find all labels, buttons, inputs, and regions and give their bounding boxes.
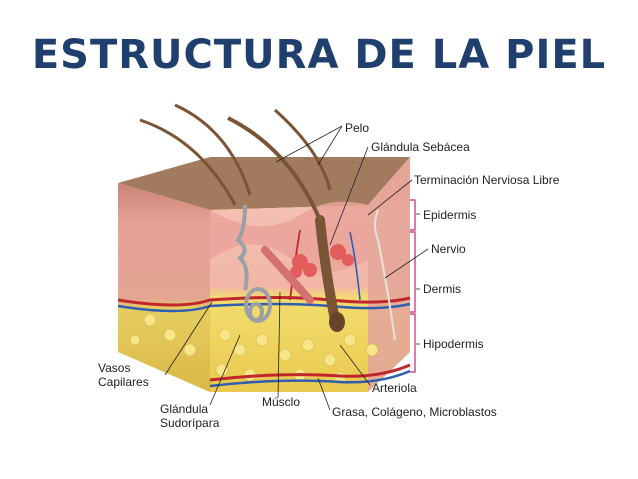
label-hipodermis: Hipodermis: [423, 337, 484, 351]
label-pelo: Pelo: [345, 121, 369, 135]
hair-3: [227, 116, 324, 226]
hair-bulb: [329, 312, 345, 332]
vein-blue-lower: [209, 369, 411, 388]
arteriole-red-lower: [209, 363, 411, 382]
label-vasos-2: Capilares: [98, 375, 149, 389]
layer-bracket: [410, 199, 416, 373]
label-glandula-sudoripara-1: Glándula: [160, 402, 208, 416]
hair-4: [274, 108, 332, 191]
leader-lines: [164, 125, 429, 411]
label-glandula-sebacea: Glándula Sebácea: [371, 140, 470, 154]
hair-follicle: [315, 215, 340, 325]
label-arteriola: Arteriola: [372, 381, 417, 395]
hair-1: [139, 118, 237, 206]
label-epidermis: Epidermis: [423, 208, 476, 222]
label-vasos-1: Vasos: [98, 361, 130, 375]
skin-surface: [118, 157, 410, 210]
sebaceous-gland: [290, 244, 354, 278]
label-dermis: Dermis: [423, 282, 461, 296]
nerve-line: [374, 209, 396, 341]
hair-2: [174, 103, 252, 196]
label-terminacion: Terminación Nerviosa Libre: [414, 173, 560, 187]
label-nervio: Nervio: [431, 242, 466, 256]
arrector-muscle: [261, 246, 314, 304]
page-title: ESTRUCTURA DE LA PIEL: [31, 32, 607, 78]
sweat-gland: [235, 204, 272, 323]
label-glandula-sudoripara-2: Sudorípara: [160, 416, 220, 430]
label-grasa: Grasa, Colágeno, Microblastos: [332, 405, 497, 419]
label-musculo: Músclo: [262, 395, 300, 409]
right-face: [368, 157, 410, 392]
vessel-vertical-2: [349, 231, 361, 301]
left-face: [118, 183, 210, 392]
